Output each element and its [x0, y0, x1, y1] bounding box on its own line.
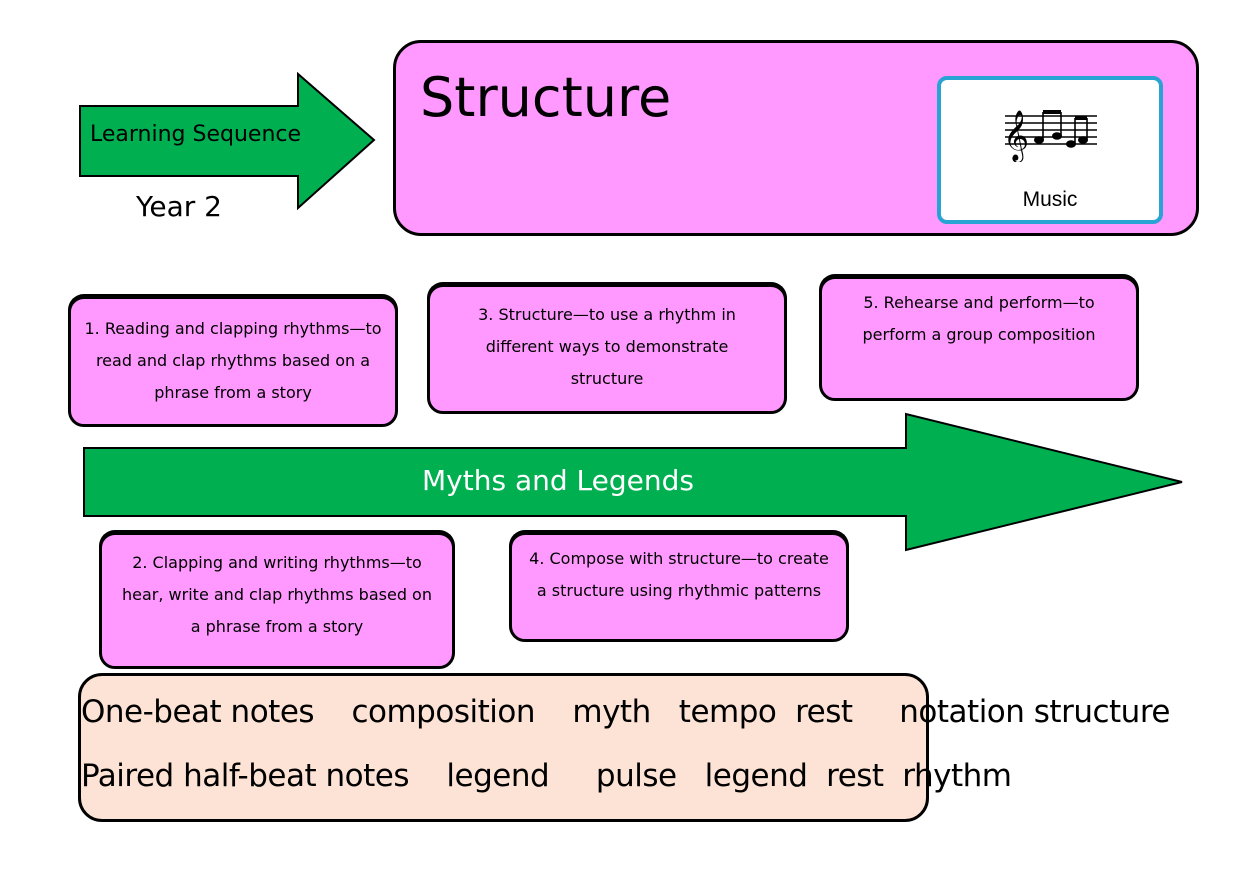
step-3-box: 3. Structure—to use a rhythm in differen…: [427, 284, 787, 414]
learning-sequence-label: Learning Sequence: [90, 122, 302, 147]
timeline-label: Myths and Legends: [422, 464, 694, 497]
svg-text:𝄞: 𝄞: [1003, 110, 1029, 162]
vocabulary-panel: One-beat notes composition myth tempo re…: [78, 673, 1170, 822]
learning-sequence-arrow: [79, 71, 376, 211]
step-1-box: 1. Reading and clapping rhythms—to read …: [68, 296, 398, 427]
subject-label: Music: [1022, 188, 1078, 211]
step-4-box: 4. Compose with structure—to create a st…: [509, 532, 849, 642]
timeline-arrow: [83, 412, 1183, 552]
vocabulary-line-1: One-beat notes composition myth tempo re…: [81, 694, 1170, 730]
step-5-box: 5. Rehearse and perform—to perform a gro…: [819, 276, 1139, 401]
subject-card: 𝄞 Music: [937, 76, 1163, 224]
music-notes-icon: 𝄞: [1003, 110, 1097, 162]
vocabulary-line-2: Paired half-beat notes legend pulse lege…: [81, 758, 1012, 794]
year-label: Year 2: [136, 190, 222, 223]
page-title: Structure: [420, 66, 672, 129]
step-2-box: 2. Clapping and writing rhythms—to hear,…: [99, 532, 455, 669]
